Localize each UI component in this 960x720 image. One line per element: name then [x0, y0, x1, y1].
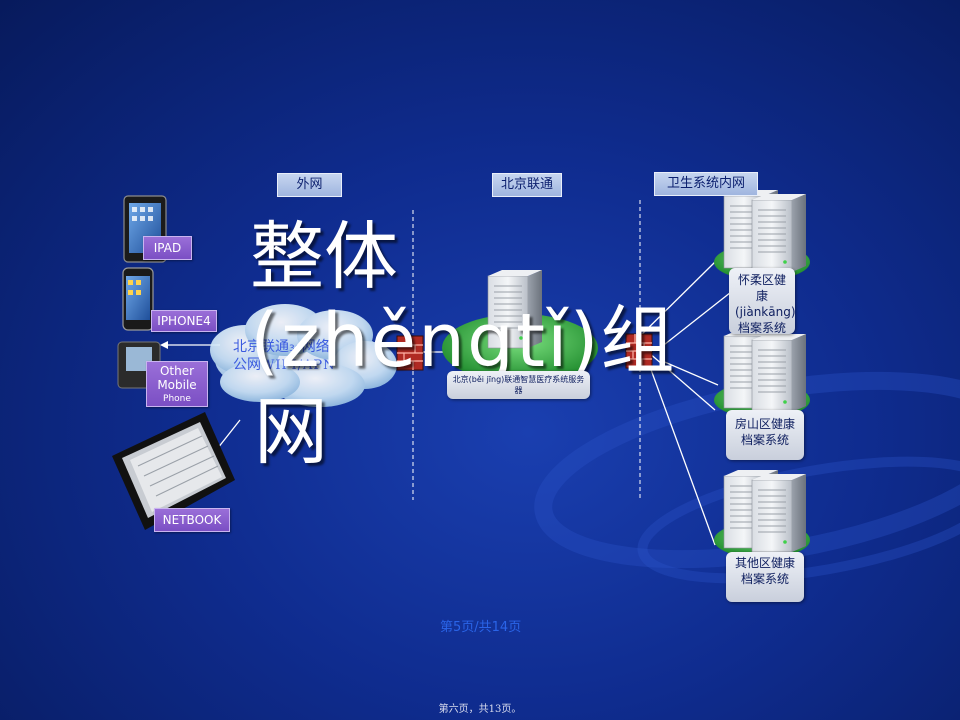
- iphone-device: [122, 267, 154, 331]
- title-line1: 整体: [250, 214, 398, 300]
- label-ipad: IPAD: [143, 236, 192, 260]
- district-server-3: [714, 469, 810, 558]
- label-other-mobile-line3: Phone: [163, 394, 191, 404]
- cloud-public-network: 公网: [233, 357, 261, 373]
- header-beijing-unicom: 北京联通: [492, 173, 562, 197]
- district-label-2: 房山区健康档案系统: [726, 410, 804, 460]
- central-server-label: 北京(běi jīng)联通智慧医疗系统服务器: [447, 371, 590, 399]
- cloud-text-line2: 公网WIFI/APN: [233, 356, 336, 375]
- district-label-3: 其他区健康档案系统: [726, 552, 804, 602]
- cloud-3g: 3G: [289, 344, 302, 354]
- cloud-network: 网络: [301, 339, 330, 355]
- cloud-text-line1: 北京联通3G网络: [233, 338, 330, 358]
- header-external-network: 外网: [277, 173, 342, 197]
- cloud-wifi-apn: WIFI/APN: [261, 358, 336, 373]
- title-line3: 网: [254, 389, 328, 475]
- arrow-head-phone: [160, 341, 168, 349]
- title-line2: (zhěngtǐ)组: [250, 298, 677, 384]
- page-number: 第5页/共14页: [440, 620, 522, 635]
- footer-text: 第六页，共13页。: [438, 704, 522, 715]
- netbook-device: [112, 412, 235, 530]
- label-netbook: NETBOOK: [154, 508, 230, 532]
- district-server-2: [714, 329, 810, 418]
- cloud-carrier: 北京联通: [233, 339, 289, 355]
- label-iphone: IPHONE4: [151, 310, 217, 332]
- label-other-mobile-line2: Mobile: [157, 378, 197, 392]
- label-other-mobile: Other Mobile Phone: [146, 361, 208, 407]
- header-health-intranet: 卫生系统内网: [654, 172, 758, 196]
- district-server-1: [714, 189, 810, 280]
- cloud-shape: [210, 304, 397, 407]
- label-other-mobile-line1: Other: [159, 364, 195, 378]
- district-label-1: 怀柔区健康(jiànkāng)档案系统: [729, 268, 795, 334]
